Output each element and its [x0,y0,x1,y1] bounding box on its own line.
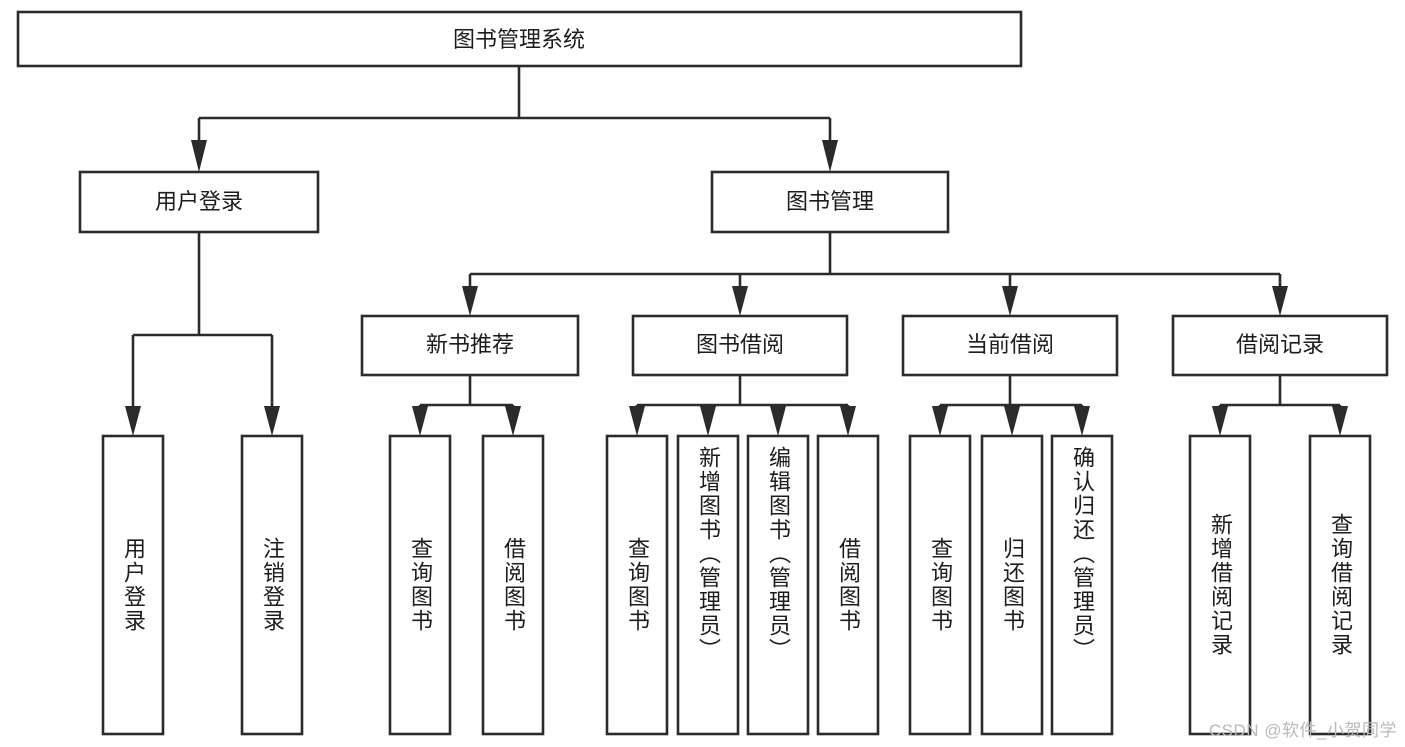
arrow-head-new-book-rec [462,286,478,316]
node-user-login[interactable]: 用户登录 [78,170,320,234]
node-book-manage[interactable]: 图书管理 [710,170,950,234]
node-book-borrow-box[interactable] [631,314,849,377]
node-leaf-borrow-book-1-box[interactable] [481,434,545,736]
node-leaf-add-record-box[interactable] [1188,434,1252,736]
node-borrow-record-label: 借阅记录 [1236,332,1324,357]
node-current-borrow-label: 当前借阅 [966,332,1054,357]
node-borrow-record[interactable]: 借阅记录 [1171,314,1389,377]
watermark-text: CSDN @软件_小贺同学 [1208,721,1397,740]
node-leaf-query-record-box[interactable] [1308,434,1372,736]
node-leaf-logout-login-box[interactable] [240,434,304,736]
node-leaf-add-book-box[interactable] [676,434,740,736]
node-new-book-rec-box[interactable] [360,314,580,377]
connector-group-user-login [125,232,280,436]
node-root[interactable]: 图书管理系统 [16,10,1023,68]
arrow-head-leaf-query-record [1332,406,1348,436]
arrow-head-book-borrow [732,286,748,316]
arrow-head-current-borrow [1002,286,1018,316]
arrow-head-user-login [191,140,207,172]
node-leaf-query-book-1-box[interactable] [388,434,452,736]
connector-group-current-borrow [932,375,1090,436]
arrow-head-leaf-query-book-3 [932,406,948,436]
node-root-label: 图书管理系统 [453,27,585,52]
node-new-book-rec[interactable]: 新书推荐 [360,314,580,377]
arrow-head-leaf-edit-book [770,406,786,436]
node-leaf-confirm-return-box[interactable] [1050,434,1114,736]
arrow-head-leaf-add-book [700,406,716,436]
node-borrow-record-box[interactable] [1171,314,1389,377]
node-current-borrow-box[interactable] [901,314,1119,377]
arrow-head-leaf-user-login [125,406,141,436]
node-leaf-return-book-box[interactable] [980,434,1044,736]
node-leaf-query-book-2-box[interactable] [605,434,669,736]
connector-group-root [191,66,838,172]
arrow-head-leaf-borrow-book-2 [840,406,856,436]
arrow-head-leaf-query-book-2 [629,406,645,436]
node-book-manage-label: 图书管理 [786,189,874,214]
connector-group-book-borrow [629,375,856,436]
arrow-head-borrow-record [1272,286,1288,316]
node-book-borrow[interactable]: 图书借阅 [631,314,849,377]
arrow-head-leaf-confirm-return [1074,406,1090,436]
arrow-head-leaf-return-book [1004,406,1020,436]
node-leaf-borrow-book-2-box[interactable] [816,434,880,736]
arrow-head-book-manage [822,140,838,172]
node-new-book-rec-label: 新书推荐 [426,332,514,357]
node-current-borrow[interactable]: 当前借阅 [901,314,1119,377]
arrow-head-leaf-query-book-1 [412,406,428,436]
node-book-manage-box[interactable] [710,170,950,234]
node-leaf-edit-book-box[interactable] [746,434,810,736]
node-book-borrow-label: 图书借阅 [696,332,784,357]
node-leaf-user-login-box[interactable] [101,434,165,736]
arrow-head-leaf-add-record [1212,406,1228,436]
arrow-head-leaf-logout-login [264,406,280,436]
node-user-login-box[interactable] [78,170,320,234]
connector-group-borrow-record [1212,375,1348,436]
connector-group-book-manage [462,232,1288,316]
node-leaf-query-book-3-box[interactable] [908,434,972,736]
arrow-head-leaf-borrow-book-1 [505,406,521,436]
node-root-box[interactable] [16,10,1023,68]
connector-group-new-book-rec [412,375,521,436]
node-user-login-label: 用户登录 [155,189,243,214]
